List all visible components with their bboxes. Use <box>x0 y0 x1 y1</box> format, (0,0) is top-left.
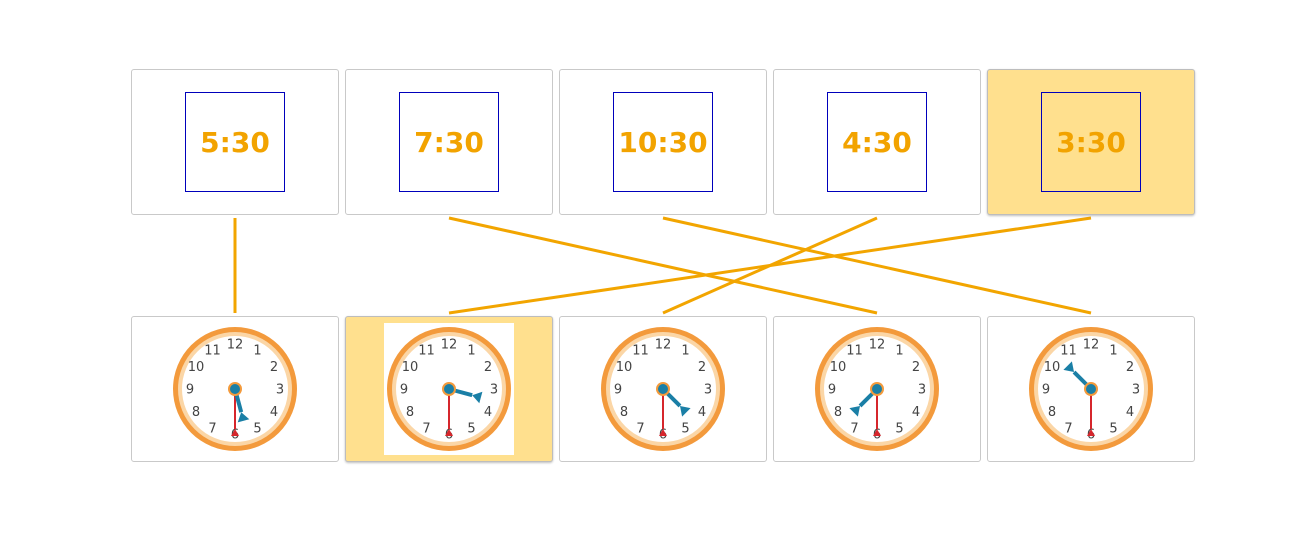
clock-center <box>444 384 454 394</box>
clock-number: 10 <box>402 360 419 375</box>
minute-hand-tip <box>1087 429 1095 436</box>
connection-line <box>662 216 878 315</box>
clock-number: 12 <box>1083 338 1100 353</box>
clock-center <box>872 384 882 394</box>
clock-number: 7 <box>850 422 858 437</box>
connection-line <box>448 216 878 315</box>
clock-number: 4 <box>912 405 920 420</box>
time-label: 5:30 <box>200 125 270 159</box>
clock-number: 8 <box>620 405 628 420</box>
time-box: 10:30 <box>613 92 713 192</box>
clock-number: 2 <box>484 360 492 375</box>
clock-number: 11 <box>1060 344 1077 359</box>
time-label: 4:30 <box>842 125 912 159</box>
clock-number: 9 <box>614 383 622 398</box>
hour-hand-tip <box>472 391 483 404</box>
clock-number: 3 <box>918 383 926 398</box>
clock-number: 1 <box>681 344 689 359</box>
hour-hand-tip <box>1063 361 1074 372</box>
minute-hand-tip <box>445 429 453 436</box>
clock-card-1[interactable]: 121234567891011 <box>131 316 339 462</box>
clock-number: 4 <box>698 405 706 420</box>
clock-number: 11 <box>846 344 863 359</box>
clock-number: 3 <box>276 383 284 398</box>
clock-number: 12 <box>869 338 886 353</box>
clock-number: 11 <box>204 344 221 359</box>
clock-number: 11 <box>632 344 649 359</box>
clock-number: 5 <box>467 422 475 437</box>
clock-number: 8 <box>406 405 414 420</box>
clock-center <box>230 384 240 394</box>
clock-face: 121234567891011 <box>812 324 942 454</box>
clock-number: 2 <box>270 360 278 375</box>
clock-number: 4 <box>1126 405 1134 420</box>
time-card-3[interactable]: 10:30 <box>559 69 767 215</box>
hour-hand-tip <box>237 412 250 423</box>
clock-number: 2 <box>1126 360 1134 375</box>
clock-face: 121234567891011 <box>170 324 300 454</box>
clock-number: 8 <box>834 405 842 420</box>
clock-number: 5 <box>1109 422 1117 437</box>
clock-number: 5 <box>253 422 261 437</box>
clock-number: 7 <box>208 422 216 437</box>
clock-card-2[interactable]: 121234567891011 <box>345 316 553 462</box>
clock-number: 9 <box>186 383 194 398</box>
clock-number: 2 <box>698 360 706 375</box>
minute-hand-tip <box>873 429 881 436</box>
clock-number: 5 <box>681 422 689 437</box>
time-box: 5:30 <box>185 92 285 192</box>
clock-number: 9 <box>1042 383 1050 398</box>
time-label: 3:30 <box>1056 125 1126 159</box>
clock-number: 10 <box>188 360 205 375</box>
clock-number: 7 <box>636 422 644 437</box>
clock-number: 8 <box>1048 405 1056 420</box>
clock-number: 8 <box>192 405 200 420</box>
clock-number: 12 <box>441 338 458 353</box>
clock-number: 11 <box>418 344 435 359</box>
clock-number: 9 <box>828 383 836 398</box>
hour-hand-tip <box>680 406 691 417</box>
time-label: 10:30 <box>618 125 708 159</box>
clock-number: 4 <box>484 405 492 420</box>
clock-number: 3 <box>490 383 498 398</box>
clock-number: 1 <box>467 344 475 359</box>
connection-line <box>448 216 1092 315</box>
time-box: 4:30 <box>827 92 927 192</box>
clock-face: 121234567891011 <box>598 324 728 454</box>
clock-number: 12 <box>655 338 672 353</box>
clock-card-5[interactable]: 121234567891011 <box>987 316 1195 462</box>
clock-card-3[interactable]: 121234567891011 <box>559 316 767 462</box>
clock-number: 7 <box>422 422 430 437</box>
time-card-5[interactable]: 3:30 <box>987 69 1195 215</box>
minute-hand-tip <box>231 429 239 436</box>
time-box: 7:30 <box>399 92 499 192</box>
hour-hand-tip <box>849 406 860 417</box>
clock-number: 9 <box>400 383 408 398</box>
clock-center <box>658 384 668 394</box>
time-box: 3:30 <box>1041 92 1141 192</box>
clock-number: 3 <box>704 383 712 398</box>
clock-number: 10 <box>1044 360 1061 375</box>
clock-number: 10 <box>616 360 633 375</box>
time-card-1[interactable]: 5:30 <box>131 69 339 215</box>
clock-number: 1 <box>895 344 903 359</box>
clock-number: 10 <box>830 360 847 375</box>
clock-number: 1 <box>253 344 261 359</box>
connection-line <box>662 216 1092 315</box>
clock-number: 5 <box>895 422 903 437</box>
time-card-2[interactable]: 7:30 <box>345 69 553 215</box>
clock-face: 121234567891011 <box>384 323 514 455</box>
time-card-4[interactable]: 4:30 <box>773 69 981 215</box>
clock-number: 12 <box>227 338 244 353</box>
clock-card-4[interactable]: 121234567891011 <box>773 316 981 462</box>
clock-center <box>1086 384 1096 394</box>
time-label: 7:30 <box>414 125 484 159</box>
clock-face: 121234567891011 <box>1026 324 1156 454</box>
clock-number: 3 <box>1132 383 1140 398</box>
clock-number: 2 <box>912 360 920 375</box>
clock-number: 7 <box>1064 422 1072 437</box>
minute-hand-tip <box>659 429 667 436</box>
clock-number: 1 <box>1109 344 1117 359</box>
clock-number: 4 <box>270 405 278 420</box>
